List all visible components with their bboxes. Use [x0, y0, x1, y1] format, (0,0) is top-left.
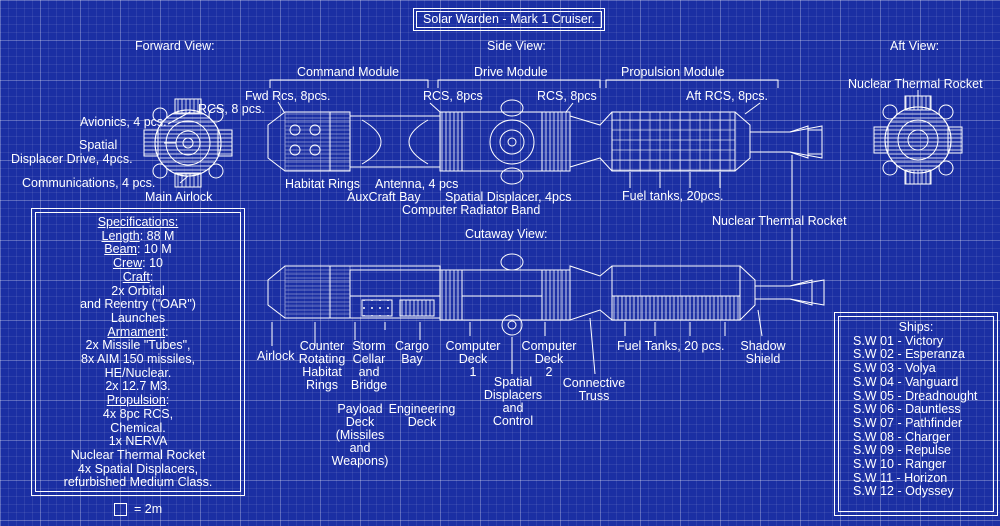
side-ntr-label: Nuclear Thermal Rocket: [712, 214, 847, 228]
spec-propulsion-line: 4x 8pc RCS,: [102, 406, 174, 421]
spec-armament-line: 2x 12.7 M3.: [105, 379, 171, 394]
ship-item: S.W 02 - Esperanza: [853, 347, 965, 362]
fwd-rcs-label: Fwd Rcs, 8pcs.: [245, 89, 331, 103]
avionics-label: Avionics, 4 pcs.: [80, 115, 167, 129]
ship-item: S.W 07 - Pathfinder: [853, 415, 963, 430]
spec-armament-line: 8x AIM 150 missiles,: [81, 352, 195, 367]
aft-view-label: Aft View:: [890, 39, 940, 53]
spec-armament-line: HE/Nuclear.: [104, 365, 172, 380]
specifications-box: Specifications: Length: 88 M Beam: 10 M …: [31, 208, 245, 496]
propulsion-module-label: Propulsion Module: [621, 65, 725, 79]
leader-lines: [164, 90, 919, 375]
aft-view-drawing: [873, 95, 963, 185]
ship-item: S.W 08 - Charger: [853, 429, 951, 444]
spec-length: Length: 88 M: [101, 228, 175, 243]
habitat-rings-label: Habitat Rings: [285, 177, 361, 191]
spec-propulsion-line: 1x NERVA: [108, 434, 168, 449]
rcs-label-a: RCS, 8pcs: [423, 89, 483, 103]
ship-item: S.W 06 - Dauntless: [853, 402, 961, 417]
main-airlock-label: Main Airlock: [145, 190, 213, 204]
ships-list: S.W 01 - Victory S.W 02 - Esperanza S.W …: [839, 333, 993, 499]
ship-item: S.W 04 - Vanguard: [853, 374, 959, 389]
side-view-label: Side View:: [487, 39, 546, 53]
specs-heading: Specifications:: [97, 215, 179, 229]
spec-craft-line: and Reentry ("OAR"): [80, 297, 196, 312]
spec-craft-line: 2x Orbital: [111, 283, 165, 298]
spec-beam: Beam: 10 M: [104, 242, 172, 257]
spec-crew: Crew: 10: [112, 256, 164, 271]
cutaway-view-drawing: [267, 253, 825, 336]
scale-square-icon: [114, 503, 127, 516]
communications-label: Communications, 4 pcs.: [22, 176, 156, 190]
fuel-tanks-cutaway-label: Fuel Tanks, 20 pcs.: [617, 339, 725, 353]
forward-rcs-label: RCS, 8 pcs.: [198, 102, 265, 116]
spatial-displacer-label: Spatial Displacer, 4pcs: [445, 190, 572, 204]
ship-item: S.W 01 - Victory: [853, 333, 944, 348]
ship-item: S.W 12 - Odyssey: [853, 484, 954, 499]
side-view-drawing: [267, 99, 823, 185]
ship-item: S.W 11 - Horizon: [853, 470, 948, 485]
ship-item: S.W 09 - Repulse: [853, 443, 951, 458]
aft-rcs-label: Aft RCS, 8pcs.: [686, 89, 768, 103]
spec-armament: Armament:: [107, 324, 169, 339]
ships-heading: Ships:: [898, 320, 934, 334]
spec-propulsion-line: Chemical.: [110, 420, 166, 435]
aft-ntr-label: Nuclear Thermal Rocket: [848, 77, 983, 91]
scale-label: = 2m: [134, 502, 163, 516]
fuel-tanks-side-label: Fuel tanks, 20pcs.: [622, 189, 724, 203]
ship-item: S.W 03 - Volya: [853, 361, 936, 376]
drive-module-label: Drive Module: [474, 65, 548, 79]
spatial-label-2: Displacer Drive, 4pcs.: [11, 152, 133, 166]
forward-view-label: Forward View:: [135, 39, 215, 53]
computer-radiator-label: Computer Radiator Band: [402, 203, 541, 217]
spec-propulsion-line: Nuclear Thermal Rocket: [70, 447, 206, 462]
spec-craft: Craft:: [122, 269, 154, 284]
ship-item: S.W 05 - Dreadnought: [853, 388, 978, 403]
spatial-label-1: Spatial: [79, 138, 118, 152]
cutaway-view-label: Cutaway View:: [465, 227, 548, 241]
spec-craft-line: Launches: [110, 310, 166, 325]
ship-item: S.W 10 - Ranger: [853, 457, 947, 472]
rcs-label-b: RCS, 8pcs: [537, 89, 597, 103]
spec-propulsion-line: refurbished Medium Class.: [63, 475, 213, 490]
drawing-title: Solar Warden - Mark 1 Cruiser.: [413, 8, 605, 31]
auxcraft-bay-label: AuxCraft Bay: [347, 190, 421, 204]
antenna-label: Antenna, 4 pcs: [375, 177, 459, 191]
spec-armament-line: 2x Missile "Tubes",: [85, 338, 191, 353]
ships-box: Ships: S.W 01 - Victory S.W 02 - Esperan…: [834, 312, 998, 516]
spec-propulsion: Propulsion:: [106, 393, 170, 408]
module-brackets: [269, 79, 779, 88]
spec-propulsion-line: 4x Spatial Displacers,: [77, 461, 199, 476]
airlock-label: Airlock: [257, 349, 295, 363]
command-module-label: Command Module: [297, 65, 400, 79]
